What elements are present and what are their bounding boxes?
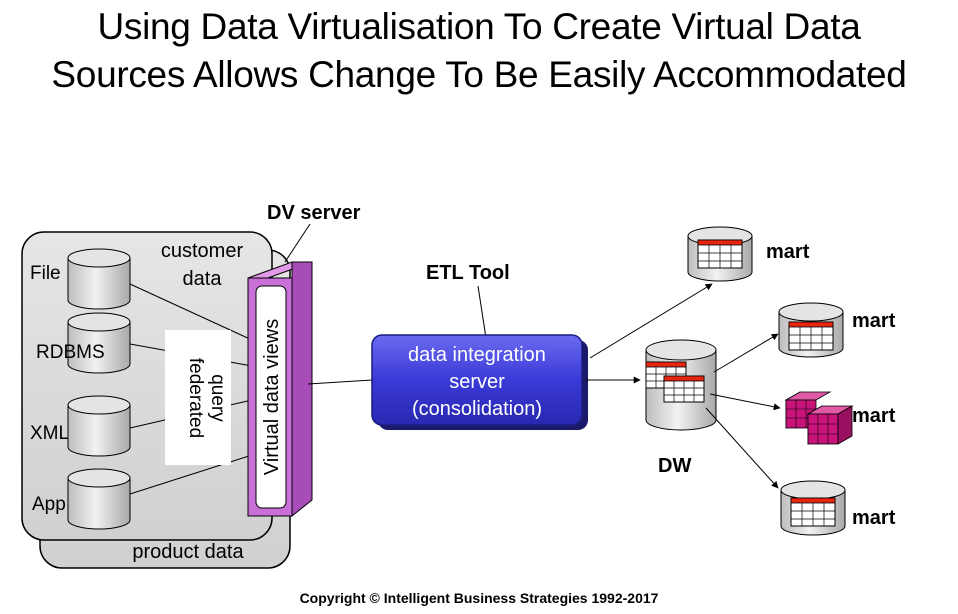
dw-to-mart-4-arrow (705, 407, 779, 489)
page-title-line-2: Sources Allows Change To Be Easily Accom… (51, 54, 907, 95)
data-warehouse-icon (645, 339, 717, 431)
dw-to-mart-3-arrow (709, 393, 781, 411)
mart-2-database-icon (778, 302, 844, 358)
xml-database-icon (67, 395, 131, 457)
mart-1-label: mart (766, 241, 810, 263)
dw-label: DW (658, 455, 691, 477)
federated-query-label-line-1: federated (185, 358, 206, 438)
virtual-data-views-label: Virtual data views (261, 319, 283, 475)
federated-query-box (165, 330, 231, 465)
federated-query-label-line-2: query (207, 374, 228, 422)
file-database-icon (67, 248, 131, 310)
source-label-rdbms: RDBMS (36, 342, 105, 363)
server-label-line-3: (consolidation) (412, 398, 542, 420)
app-connector (129, 454, 253, 495)
server-to-mart-1-arrow (589, 283, 713, 359)
product-data-label: product data (132, 541, 244, 563)
server-label-line-1: data integration (408, 344, 546, 366)
mart-1-database-icon (687, 226, 753, 282)
dw-to-mart-2-arrow (713, 333, 779, 373)
mart-3-label: mart (852, 405, 896, 427)
dv-server-pointer (284, 223, 311, 263)
source-label-file: File (30, 263, 61, 284)
source-label-xml: XML (30, 423, 69, 444)
dv-server-label: DV server (267, 202, 361, 224)
rdbms-database-icon (67, 312, 131, 374)
customer-data-label-line-2: data (183, 268, 223, 290)
etl-tool-pointer (477, 285, 487, 339)
source-label-app: App (32, 494, 66, 515)
dv-to-etl-connector (307, 379, 373, 385)
server-label-line-2: server (449, 371, 505, 393)
customer-data-label-line-1: customer (161, 240, 244, 262)
etl-tool-label: ETL Tool (426, 262, 510, 284)
copyright-footer: Copyright © Intelligent Business Strateg… (299, 590, 659, 606)
mart-4-label: mart (852, 507, 896, 529)
page-title-line-1: Using Data Virtualisation To Create Virt… (97, 6, 861, 47)
mart-3-cube-icon (784, 391, 854, 445)
data-integration-server-box (371, 334, 583, 426)
virtual-data-views-prism (247, 261, 313, 518)
mart-2-label: mart (852, 310, 896, 332)
file-connector (129, 283, 253, 341)
app-database-icon (67, 468, 131, 530)
mart-4-database-icon (780, 480, 846, 536)
